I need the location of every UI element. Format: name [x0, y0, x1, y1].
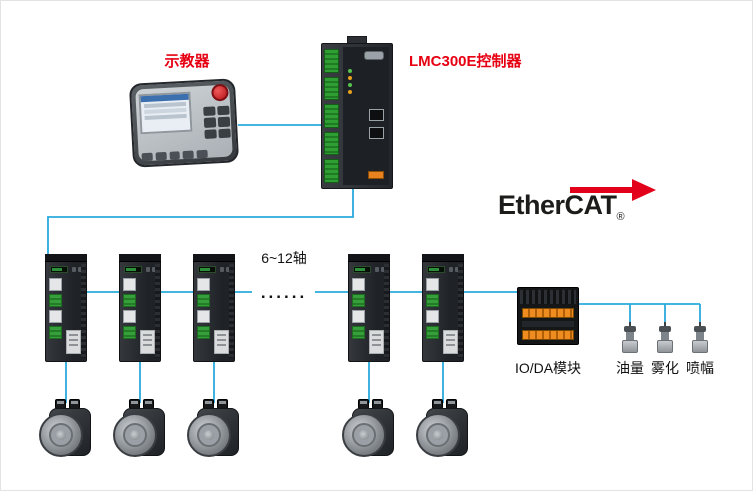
controller-terminal-blocks: [324, 49, 339, 183]
servo-drive-2: [119, 254, 161, 362]
pendant-screen: [138, 91, 193, 135]
servo-motor-5: [416, 399, 470, 461]
servo-drive-4: [348, 254, 390, 362]
ethercat-arrow-icon: [570, 179, 656, 201]
valve-device-spray: [688, 322, 712, 354]
drive-display: [198, 266, 216, 273]
valve-device-oil: [618, 322, 642, 354]
valve-device-atomize: [653, 322, 677, 354]
io-module-label: IO/DA模块: [514, 360, 582, 376]
servo-motor-4: [342, 399, 396, 461]
drive-connectors: [352, 278, 365, 339]
valve-label-spray: 喷幅: [686, 360, 714, 376]
drive-connectors: [197, 278, 210, 339]
servo-drive-3: [193, 254, 235, 362]
valve-label-oil: 油量: [616, 360, 644, 376]
continuation-dots: ......: [260, 283, 308, 302]
servo-motor-3: [187, 399, 241, 461]
teach-pendant-device: [128, 78, 240, 168]
registered-mark: ®: [616, 211, 625, 223]
axis-range-label: 6~12轴: [261, 250, 307, 266]
io-module-fins: [520, 290, 576, 304]
pendant-keypad: [203, 105, 231, 139]
io-module-terminals: [522, 308, 574, 318]
controller-status-leds: [348, 69, 354, 99]
ethercat-wordmark: EtherCAT: [498, 190, 617, 220]
drive-connectors: [49, 278, 62, 339]
controller-dsub-connector: [364, 51, 384, 60]
controller-device: [321, 36, 393, 189]
servo-drive-1: [45, 254, 87, 362]
io-module-device: [517, 287, 579, 345]
teach-pendant-label: 示教器: [164, 53, 210, 70]
ethercat-logo: EtherCAT®: [498, 190, 625, 223]
controller-ethernet-port: [369, 109, 384, 121]
controller-label: LMC300E控制器: [409, 53, 522, 70]
servo-motor-1: [39, 399, 93, 461]
servo-motor-2: [113, 399, 167, 461]
drive-display: [50, 266, 68, 273]
io-module-terminals: [522, 330, 574, 340]
controller-io-connector: [368, 171, 384, 179]
controller-ethernet-port: [369, 127, 384, 139]
drive-display: [124, 266, 142, 273]
drive-connectors: [123, 278, 136, 339]
drive-display: [353, 266, 371, 273]
drive-connectors: [426, 278, 439, 339]
drive-display: [427, 266, 445, 273]
valve-label-atomize: 雾化: [651, 360, 679, 376]
servo-drive-5: [422, 254, 464, 362]
